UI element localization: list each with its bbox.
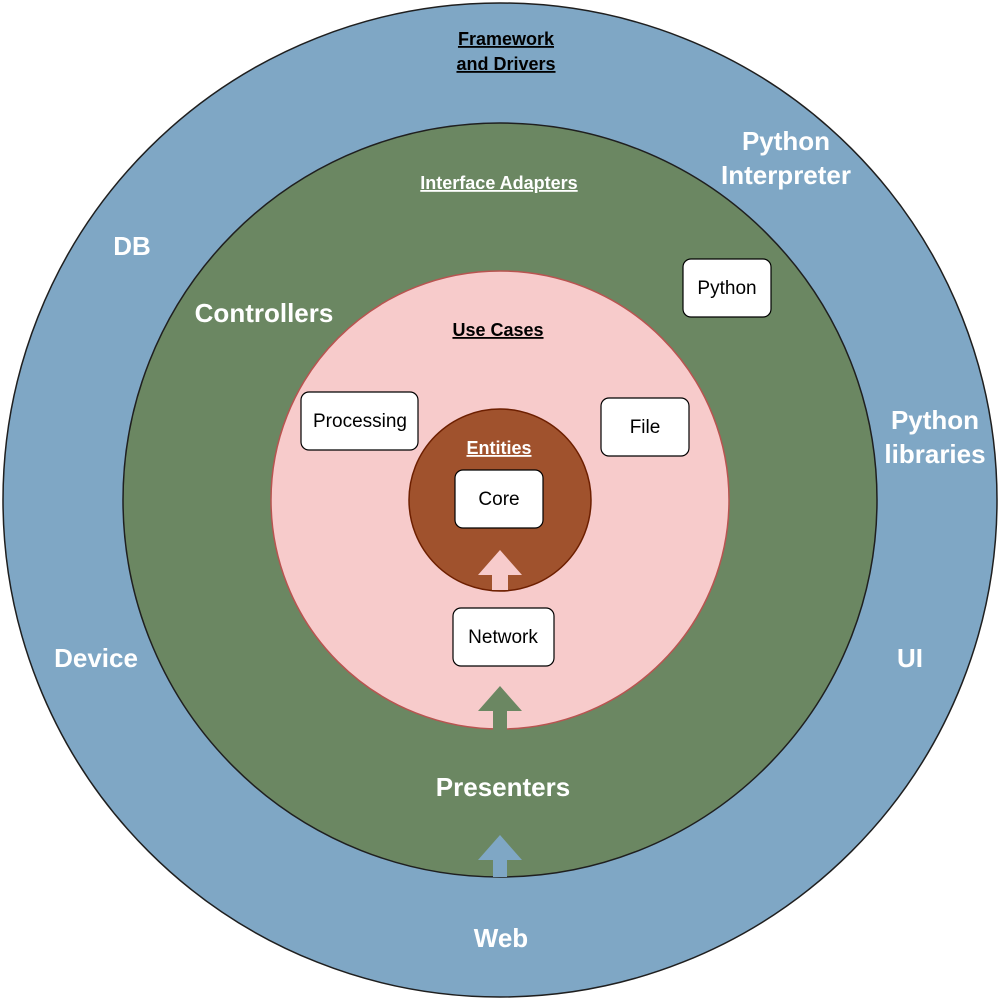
file-box: File <box>600 397 690 457</box>
file-box-label: File <box>630 417 661 438</box>
framework-drivers-title: Framework <box>458 29 555 49</box>
interface-adapters-title: Interface Adapters <box>420 173 577 193</box>
python-box-label: Python <box>697 278 756 299</box>
entities-title: Entities <box>466 438 531 458</box>
db-label: DB <box>113 231 151 261</box>
use-cases-title: Use Cases <box>452 320 543 340</box>
python-interpreter-label: Python <box>742 126 830 156</box>
controllers-label: Controllers <box>195 298 334 328</box>
processing-box: Processing <box>300 391 419 451</box>
ui-label: UI <box>897 643 923 673</box>
processing-box-label: Processing <box>313 411 407 432</box>
web-to-presenters-arrow <box>478 835 522 877</box>
web-label: Web <box>474 923 528 953</box>
framework-drivers-title-line2: and Drivers <box>456 54 555 74</box>
network-box: Network <box>452 607 555 667</box>
python-libraries-label: Python <box>891 405 979 435</box>
python-libraries-label-line2: libraries <box>884 439 985 469</box>
presenters-label: Presenters <box>436 772 570 802</box>
python-box: Python <box>682 258 772 318</box>
presenters-to-use-cases-arrow <box>478 686 522 730</box>
use-cases-to-entities-arrow <box>478 550 522 590</box>
core-box: Core <box>454 469 544 529</box>
device-label: Device <box>54 643 138 673</box>
network-box-label: Network <box>468 627 538 648</box>
python-interpreter-label-line2: Interpreter <box>721 160 851 190</box>
core-box-label: Core <box>478 489 519 510</box>
